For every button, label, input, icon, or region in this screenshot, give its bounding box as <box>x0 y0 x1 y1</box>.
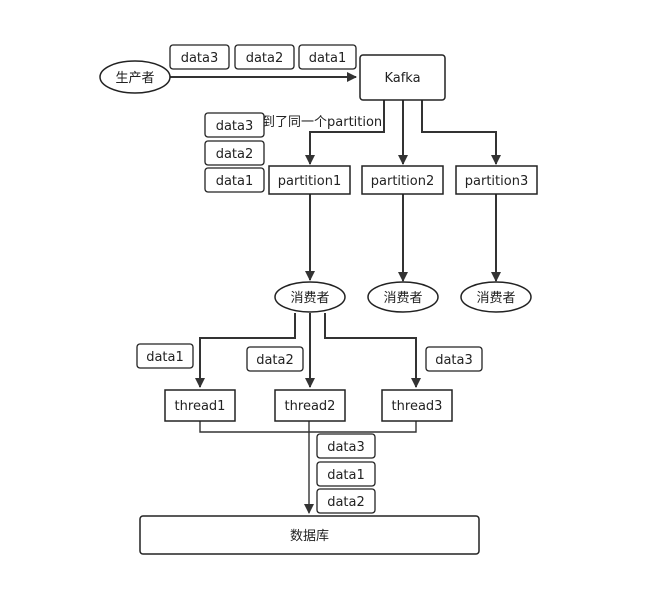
thread2-tag-label: data2 <box>256 353 294 368</box>
same-partition-annotation: 到了同一个partition <box>262 115 382 130</box>
partition-tag-label: data2 <box>216 147 254 162</box>
kafka-node: Kafka <box>359 54 446 101</box>
thread2-node: thread2 <box>274 389 346 422</box>
database-tag: data2 <box>316 488 376 514</box>
thread1-tag-label: data1 <box>146 350 184 365</box>
database-tag-label: data3 <box>327 440 365 455</box>
partition-tag: data2 <box>204 140 265 166</box>
thread3-label: thread3 <box>392 399 443 414</box>
producer-tag: data1 <box>298 44 357 70</box>
consumer-to-thread1-arrow <box>195 313 296 388</box>
producer-label: 生产者 <box>115 71 154 86</box>
thread3-tag-label: data3 <box>435 353 473 368</box>
producer-tag-label: data3 <box>181 51 219 66</box>
threads-join-line <box>199 421 417 433</box>
database-message-tags: data3 data1 data2 <box>316 433 376 514</box>
producer-message-tags: data3 data2 data1 <box>169 44 357 70</box>
partition-tag-label: data1 <box>216 174 254 189</box>
thread2-message-tag: data2 <box>246 346 304 372</box>
partition2-label: partition2 <box>371 174 434 189</box>
consumer1-label: 消费者 <box>290 291 329 306</box>
database-tag-label: data1 <box>327 468 365 483</box>
database-label: 数据库 <box>290 528 329 544</box>
database-tag-label: data2 <box>327 495 365 510</box>
partition1-label: partition1 <box>278 174 341 189</box>
consumer2-label: 消费者 <box>383 291 422 306</box>
database-tag: data3 <box>316 433 376 459</box>
producer-tag: data2 <box>234 44 295 70</box>
thread3-message-tag: data3 <box>425 346 483 372</box>
partition-message-tags: data3 data2 data1 <box>204 112 265 193</box>
producer-tag-label: data2 <box>246 51 284 66</box>
consumer2-node: 消费者 <box>367 281 439 313</box>
thread2-label: thread2 <box>285 399 336 414</box>
partition3-label: partition3 <box>465 174 528 189</box>
partition3-node: partition3 <box>455 165 538 195</box>
thread3-node: thread3 <box>381 389 453 422</box>
database-tag: data1 <box>316 461 376 487</box>
kafka-to-partition3-arrow <box>421 100 501 165</box>
thread1-message-tag: data1 <box>136 343 194 369</box>
database-node: 数据库 <box>139 515 480 555</box>
kafka-label: Kafka <box>384 71 420 86</box>
partition-tag-label: data3 <box>216 119 254 134</box>
connectors <box>170 72 501 514</box>
partition-tag: data3 <box>204 112 265 138</box>
thread1-node: thread1 <box>164 389 236 422</box>
producer-tag-label: data1 <box>309 51 347 66</box>
consumer1-node: 消费者 <box>274 281 346 313</box>
kafka-to-partition1-arrow <box>305 100 385 165</box>
consumer3-node: 消费者 <box>460 281 532 313</box>
partition-tag: data1 <box>204 167 265 193</box>
consumer3-label: 消费者 <box>476 291 515 306</box>
partition2-node: partition2 <box>361 165 444 195</box>
consumer-to-thread3-arrow <box>324 313 421 388</box>
producer-node: 生产者 <box>99 60 171 94</box>
partition1-node: partition1 <box>268 165 351 195</box>
thread1-label: thread1 <box>175 399 226 414</box>
producer-tag: data3 <box>169 44 230 70</box>
